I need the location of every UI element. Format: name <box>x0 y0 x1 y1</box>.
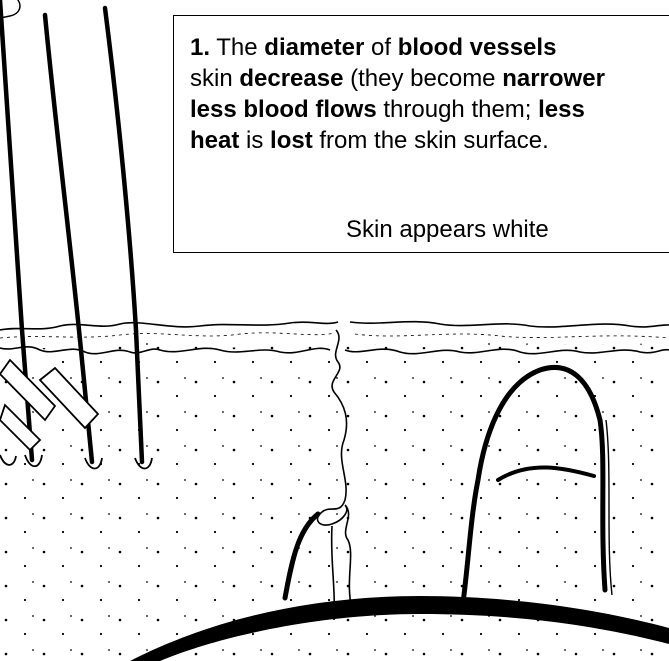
callout-bold: less <box>538 96 585 123</box>
callout-bold: lost <box>270 127 313 154</box>
callout-bold: diameter <box>264 34 364 61</box>
callout-line-3: less blood flows through them; less <box>190 94 669 125</box>
callout-bold: heat <box>190 127 239 154</box>
vasoconstriction-callout: 1. The diameter of blood vessels skin de… <box>173 15 669 253</box>
callout-text: (they become <box>343 65 502 92</box>
callout-text: The <box>210 34 264 61</box>
callout-line-4: heat is lost from the skin surface. <box>190 125 669 156</box>
callout-text: through them; <box>377 96 538 123</box>
callout-bold: decrease <box>239 65 343 92</box>
callout-text: skin <box>190 65 239 92</box>
skin-appearance-caption: Skin appears white <box>346 214 549 245</box>
callout-line-2: skin decrease (they become narrower <box>190 63 669 94</box>
callout-text: from the skin surface. <box>313 127 549 154</box>
callout-text: is <box>239 127 270 154</box>
callout-text: of <box>364 34 397 61</box>
callout-bold: narrower <box>502 65 605 92</box>
callout-bold: blood vessels <box>398 34 557 61</box>
callout-line-1: 1. The diameter of blood vessels <box>190 32 669 63</box>
callout-number: 1. <box>190 34 210 61</box>
callout-bold: less blood flows <box>190 96 377 123</box>
